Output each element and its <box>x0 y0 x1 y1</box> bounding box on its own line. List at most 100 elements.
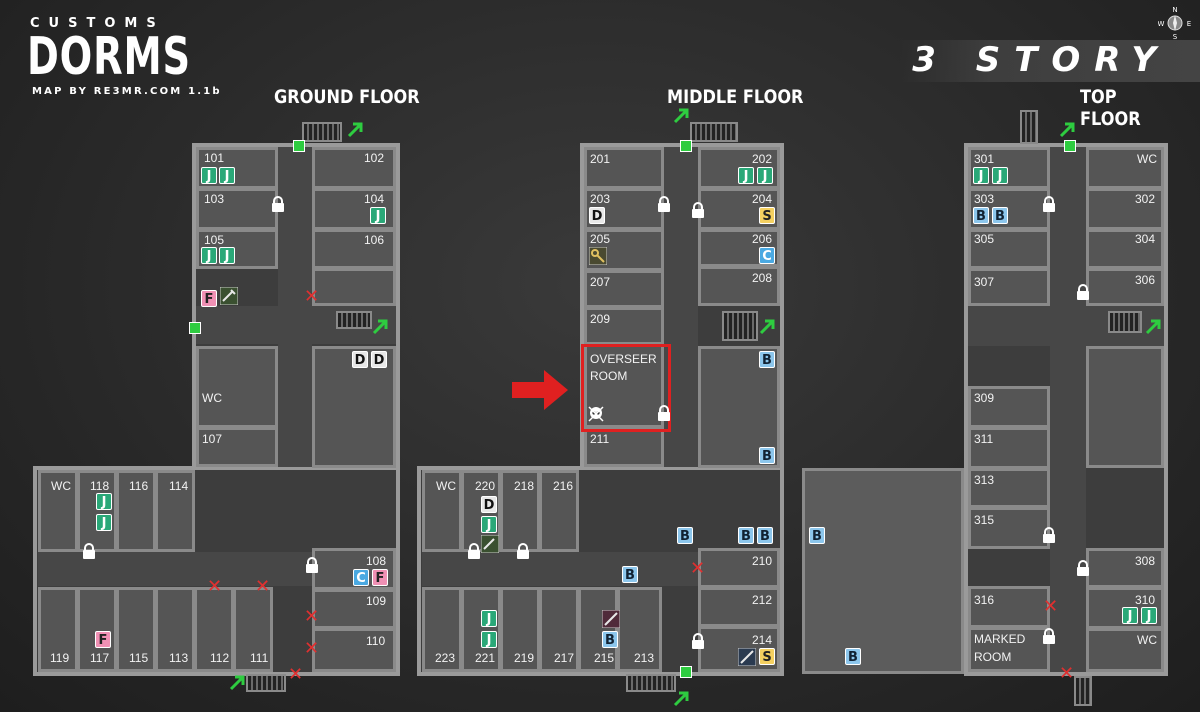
room-label: 301 <box>974 152 995 166</box>
stairs-south <box>1074 676 1092 706</box>
map-name-title: DORMS <box>27 27 191 87</box>
room-209 <box>584 307 664 345</box>
duffle-bag-marker: D <box>589 207 605 224</box>
room-label: 109 <box>366 594 387 608</box>
blocked-door-icon: ✕ <box>690 558 706 579</box>
room-label: 106 <box>364 233 385 247</box>
room-114 <box>155 470 195 552</box>
room-label: 206 <box>752 232 773 246</box>
room-107 <box>196 427 278 467</box>
jacket-marker: J <box>201 247 217 264</box>
room-label: 216 <box>553 479 574 493</box>
room-label: WC <box>51 479 71 493</box>
room-label: 208 <box>752 271 773 285</box>
duffle-bag-marker: D <box>352 351 368 368</box>
room-109 <box>312 589 396 629</box>
room-label: 205 <box>590 232 611 246</box>
lock-icon <box>468 543 480 559</box>
room-label: 214 <box>752 633 773 647</box>
jacket-marker: J <box>219 247 235 264</box>
room-label: 304 <box>1135 232 1156 246</box>
weapon-box-icon <box>481 535 499 553</box>
room-label: 113 <box>169 651 189 665</box>
box-marker: B <box>845 648 861 665</box>
room-label: 215 <box>594 651 615 665</box>
lock-icon <box>1043 196 1055 212</box>
room-223 <box>422 587 462 672</box>
box-marker: B <box>973 207 989 224</box>
ground-floor-title: GROUND FLOOR <box>274 86 420 108</box>
marked-label-line2: ROOM <box>974 650 1012 664</box>
lock-icon <box>1043 527 1055 543</box>
room-label: 107 <box>202 432 223 446</box>
exit-icon <box>680 666 692 678</box>
room-label: 213 <box>634 651 655 665</box>
weapon-box-icon <box>738 648 756 666</box>
jacket-marker: J <box>738 167 754 184</box>
room-label: 310 <box>1135 593 1156 607</box>
blocked-door-icon: ✕ <box>1043 596 1059 617</box>
room-label: 307 <box>974 275 995 289</box>
room-211 <box>584 427 664 467</box>
room-label: 202 <box>752 152 773 166</box>
jacket-marker: J <box>1122 607 1138 624</box>
room-wc-top-2 <box>1086 628 1164 672</box>
room-label: 115 <box>129 651 149 665</box>
jacket-marker: J <box>219 167 235 184</box>
stairs-mid <box>336 311 372 329</box>
story-label: 3 STORY <box>912 40 1170 80</box>
room-215 <box>578 587 618 672</box>
room-216 <box>539 470 579 552</box>
skull-boss-icon <box>588 406 604 422</box>
stairs-south <box>626 674 676 692</box>
room-label: 209 <box>590 312 611 326</box>
stairs-mid <box>1108 311 1142 333</box>
exit-icon <box>293 140 305 152</box>
lock-icon <box>1077 284 1089 300</box>
blocked-door-icon: ✕ <box>255 576 271 597</box>
room-119 <box>38 587 78 672</box>
room-label: WC <box>202 391 222 405</box>
jacket-marker: J <box>1141 607 1157 624</box>
box-marker: B <box>759 447 775 464</box>
room-306 <box>1086 268 1164 306</box>
lock-icon <box>692 633 704 649</box>
jacket-marker: J <box>96 493 112 510</box>
room-label: 108 <box>366 554 387 568</box>
compass-e: E <box>1187 20 1191 28</box>
room-113 <box>155 587 195 672</box>
room-116 <box>116 470 156 552</box>
room-label: 306 <box>1135 273 1156 287</box>
room-label: 102 <box>364 151 385 165</box>
box-marker: B <box>757 527 773 544</box>
room-label: 114 <box>169 479 189 493</box>
jacket-marker: J <box>370 207 386 224</box>
safe-marker: S <box>759 207 775 224</box>
lock-icon <box>83 543 95 559</box>
room-213 <box>617 587 662 672</box>
blocked-door-icon: ✕ <box>304 286 320 307</box>
stairs-up-arrow-icon <box>673 691 689 707</box>
room-label: WC <box>1137 152 1157 166</box>
stairs-north <box>1020 110 1038 144</box>
compass-w: W <box>1158 20 1165 28</box>
lock-icon <box>272 196 284 212</box>
room-label: 309 <box>974 391 995 405</box>
room-label: 313 <box>974 473 995 487</box>
room-307 <box>968 268 1050 306</box>
box-marker: B <box>738 527 754 544</box>
room-label: 212 <box>752 593 773 607</box>
room-label: 221 <box>475 651 496 665</box>
room-label: 103 <box>204 192 225 206</box>
filing-cabinet-marker: F <box>95 631 111 648</box>
stairs-south <box>246 674 286 692</box>
filing-cabinet-marker: F <box>201 290 217 307</box>
lock-icon <box>692 202 704 218</box>
room-label: 217 <box>554 651 575 665</box>
exit-icon <box>189 322 201 334</box>
cash-register-marker: C <box>759 247 775 264</box>
room-label: 302 <box>1135 192 1156 206</box>
jacket-marker: J <box>201 167 217 184</box>
room-label: 111 <box>250 651 269 665</box>
room-label: 210 <box>752 554 773 568</box>
